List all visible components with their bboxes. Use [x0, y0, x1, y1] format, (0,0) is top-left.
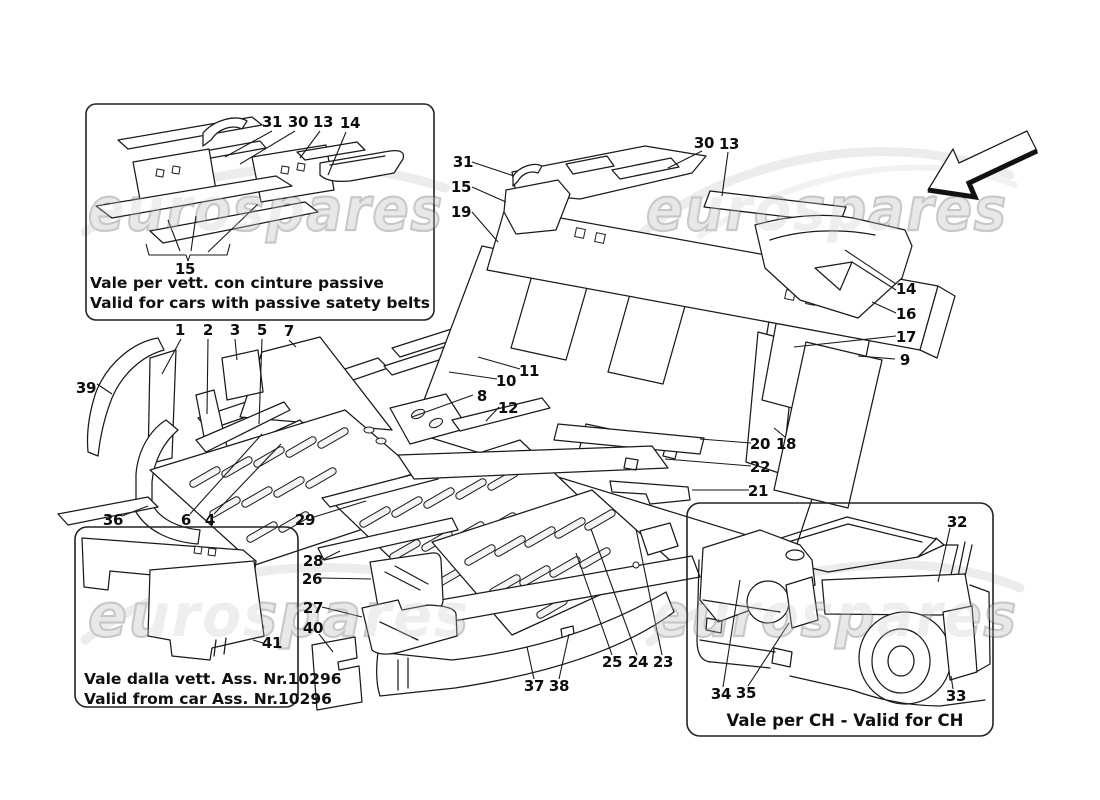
caption-fromcar-line2: Valid from car Ass. Nr.10296: [84, 690, 332, 708]
caption-fromcar-line1: Vale dalla vett. Ass. Nr.10296: [84, 670, 342, 688]
callout-24: 24: [627, 653, 649, 671]
part-piece-40: [311, 636, 363, 711]
callout-inset-31: 31: [261, 113, 283, 131]
callout-27: 27: [302, 599, 324, 617]
callout-31: 31: [452, 153, 474, 171]
callout-4: 4: [204, 511, 216, 529]
callout-9: 9: [899, 351, 911, 369]
callout-15: 15: [450, 178, 472, 196]
watermark-text: eurospares: [652, 581, 1018, 651]
callout-7: 7: [283, 322, 295, 340]
watermark-text: eurospares: [88, 581, 470, 651]
part-panel-27: [361, 599, 458, 655]
callout-28: 28: [302, 552, 324, 570]
callout-inset-14: 14: [339, 114, 361, 132]
callout-35: 35: [735, 684, 757, 702]
callout-39: 39: [75, 379, 97, 397]
callout-34: 34: [710, 685, 732, 703]
callout-10: 10: [495, 372, 517, 390]
callout-16: 16: [895, 305, 917, 323]
callout-inset-15: 15: [174, 260, 196, 278]
callout-20: 20: [749, 435, 771, 453]
part-panel-3: [221, 349, 264, 401]
part-strip-20: [553, 423, 705, 455]
callout-30: 30: [693, 134, 715, 152]
part-strip-12: [451, 397, 551, 432]
callout-inset-13: 13: [312, 113, 334, 131]
part-strip-30: [611, 157, 680, 180]
leader-lines: [96, 130, 954, 690]
watermark-text: eurospares: [88, 175, 444, 245]
callout-18: 18: [775, 435, 797, 453]
caption-ch: Vale per CH - Valid for CH: [726, 711, 964, 730]
callout-3: 3: [229, 321, 241, 339]
caption-passive-line2: Valid for cars with passive satety belts: [90, 294, 430, 312]
inset-passive-belts: [85, 103, 435, 321]
callout-32: 32: [946, 513, 968, 531]
callout-25: 25: [601, 653, 623, 671]
callout-23: 23: [652, 653, 674, 671]
callout-1: 1: [174, 321, 186, 339]
callout-36: 36: [102, 511, 124, 529]
part-strip-28: [317, 517, 459, 561]
callout-38: 38: [548, 677, 570, 695]
callout-19: 19: [450, 203, 472, 221]
direction-arrow-icon: [927, 130, 1039, 201]
part-bar-37: [376, 591, 675, 697]
callout-37: 37: [523, 677, 545, 695]
callout-14: 14: [895, 280, 917, 298]
part-panel-22: [397, 445, 669, 480]
part-wing-14: [754, 214, 913, 319]
callout-41: 41: [261, 634, 283, 652]
watermark-text: eurospares: [646, 175, 1008, 245]
part-strip-6: [195, 401, 291, 453]
part-tunnel-8: [389, 393, 469, 445]
caption-passive-line1: Vale per vett. con cinture passive: [90, 274, 384, 292]
part-panel-9: [773, 341, 883, 509]
callout-21: 21: [747, 482, 769, 500]
part-piece-23: [639, 522, 679, 556]
callout-13: 13: [718, 135, 740, 153]
watermark-overlay: eurospares eurospares eurospares eurospa…: [88, 175, 1018, 651]
callout-11: 11: [518, 362, 540, 380]
part-bracket-21: [609, 480, 691, 505]
callout-5: 5: [256, 321, 268, 339]
callout-40: 40: [302, 619, 324, 637]
callout-12: 12: [497, 399, 519, 417]
callout-2: 2: [202, 321, 214, 339]
callout-26: 26: [301, 570, 323, 588]
part-corner-15: [503, 179, 571, 235]
part-strip-29: [321, 469, 439, 508]
callout-22: 22: [749, 458, 771, 476]
callout-17: 17: [895, 328, 917, 346]
inset-ch: [686, 502, 994, 737]
callout-6: 6: [180, 511, 192, 529]
part-pillar-39: [86, 337, 165, 457]
part-shelf-edge: [57, 496, 159, 526]
inset-from-car: [74, 526, 299, 708]
callout-29: 29: [294, 511, 316, 529]
main-exploded-diagram: [57, 130, 1039, 711]
callout-8: 8: [476, 387, 488, 405]
ch-car-illustration: [696, 516, 991, 707]
callout-33: 33: [945, 687, 967, 705]
callout-inset-30: 30: [287, 113, 309, 131]
